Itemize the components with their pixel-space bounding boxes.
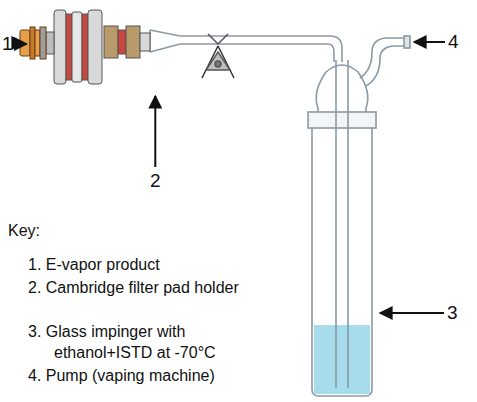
leader-arrow (154, 96, 156, 167)
leader-arrow (380, 312, 444, 314)
coupling (104, 26, 150, 58)
key-item: 2. Cambridge filter pad holder (28, 277, 250, 298)
callout-number: 3 (447, 302, 458, 324)
pinch-clamp (202, 34, 234, 78)
leader-arrow (414, 41, 445, 43)
callout-number: 1 (2, 33, 13, 55)
key-item: 4. Pump (vaping machine) (28, 365, 250, 386)
glass-impinger (308, 36, 410, 396)
leader-arrow (16, 43, 27, 45)
key-heading: Key: (8, 222, 40, 240)
callout-number: 4 (448, 31, 459, 53)
callout-number: 2 (150, 170, 161, 192)
glass-tube (150, 30, 342, 62)
filter-pad-holder (46, 10, 102, 84)
callout-arrow (16, 4, 26, 44)
key-item: 3. Glass impinger with ethanol+ISTD at -… (28, 321, 250, 363)
key-item: 1. E-vapor product (28, 254, 250, 275)
